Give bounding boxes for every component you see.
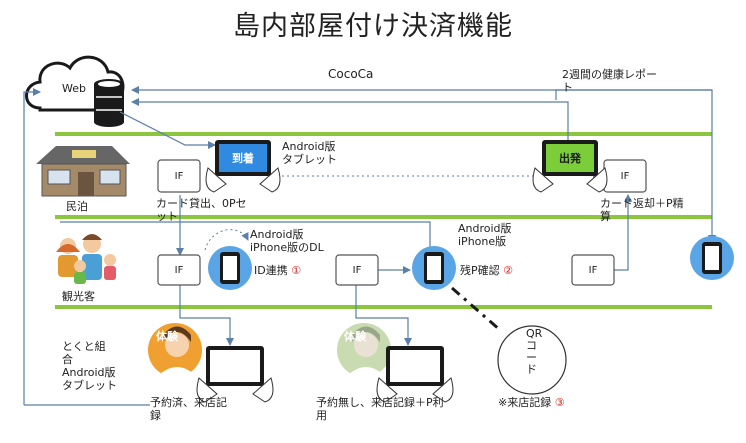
id-link-label: ID連携 ① (254, 264, 301, 277)
step-number-1: ① (291, 264, 302, 277)
if-boxes (157, 159, 647, 286)
points-check-text: 残P確認 (460, 264, 500, 277)
walkin-visit-label: 予約無し、来店記録＋P利 用 (316, 396, 444, 422)
visit-record-text: ※来店記録 (498, 396, 552, 409)
flow-if3-tab1 (179, 285, 234, 346)
reserved-visit-label: 予約済、来店記 録 (150, 396, 227, 422)
if-label-5: IF (588, 265, 598, 276)
flow-if4-tab2 (355, 285, 412, 346)
flow-depart-cloud (131, 98, 569, 140)
smartphone-icon-2 (412, 246, 456, 290)
union-tablet-icon-2 (376, 346, 454, 403)
if-label-3: IF (174, 265, 184, 276)
points-check-label: 残P確認 ② (460, 264, 513, 277)
step-number-3: ③ (554, 396, 565, 409)
flow-left-loop (23, 88, 41, 405)
taiken-badge-2: 体験 (344, 330, 366, 343)
phone-os-label-2: Android版 iPhone版 (458, 222, 512, 248)
flow-cloud-arrive (119, 111, 216, 149)
lane-label-tourist: 観光客 (62, 290, 95, 303)
flow-long (60, 221, 431, 255)
tourist-family-icon (56, 234, 116, 284)
if-box-1 (157, 159, 201, 193)
taiken-badge-1: 体験 (156, 330, 178, 343)
qr-code-label: QRコード (526, 327, 543, 376)
smartphone-icon-3 (690, 236, 734, 280)
page-title: 島内部屋付け決済機能 (233, 11, 513, 42)
if-box-5 (571, 254, 615, 286)
lane-label-union: とくと組 合 Android版 タブレット (62, 340, 117, 392)
dotted-lines (204, 175, 540, 251)
if-label-2: IF (620, 171, 630, 182)
union-tablet-icon-1 (196, 346, 274, 403)
id-link-text: ID連携 (254, 264, 288, 277)
arrive-tablet-icon (205, 140, 281, 193)
staff-avatar-1 (148, 323, 202, 378)
if-label-4: IF (352, 265, 362, 276)
flow-health (555, 89, 716, 243)
arrive-button[interactable]: 到着 (232, 152, 254, 165)
lane-label-minshuku: 民泊 (66, 200, 88, 213)
flow-lines (23, 86, 716, 406)
service-name: CocoCa (328, 67, 374, 81)
if-box-4 (335, 254, 379, 286)
card-return-label: カード返却＋P精 算 (600, 197, 684, 223)
qr-code-circle (497, 325, 567, 395)
tablet-description: Android版 タブレット (282, 140, 337, 166)
step-number-2: ② (503, 264, 514, 277)
depart-button[interactable]: 出発 (559, 152, 581, 165)
phone-os-label-1: Android版 iPhone版のDL (250, 228, 324, 254)
health-report-label: 2週間の健康レポー ト (562, 68, 657, 94)
house-icon (36, 146, 130, 197)
if-label-1: IF (174, 171, 184, 182)
visit-record-label: ※来店記録 ③ (498, 396, 565, 409)
if-box-3 (157, 254, 201, 286)
depart-tablet-icon (532, 140, 608, 193)
qr-dash-line (451, 286, 501, 332)
smartphone-icon-1 (208, 246, 252, 290)
staff-avatar-2 (337, 323, 391, 378)
cloud-web-label: Web (62, 82, 86, 95)
card-lend-label: カード貸出、0Pセ ット (156, 197, 247, 223)
database-icon (94, 79, 124, 127)
flow-if5-if2 (608, 194, 632, 271)
